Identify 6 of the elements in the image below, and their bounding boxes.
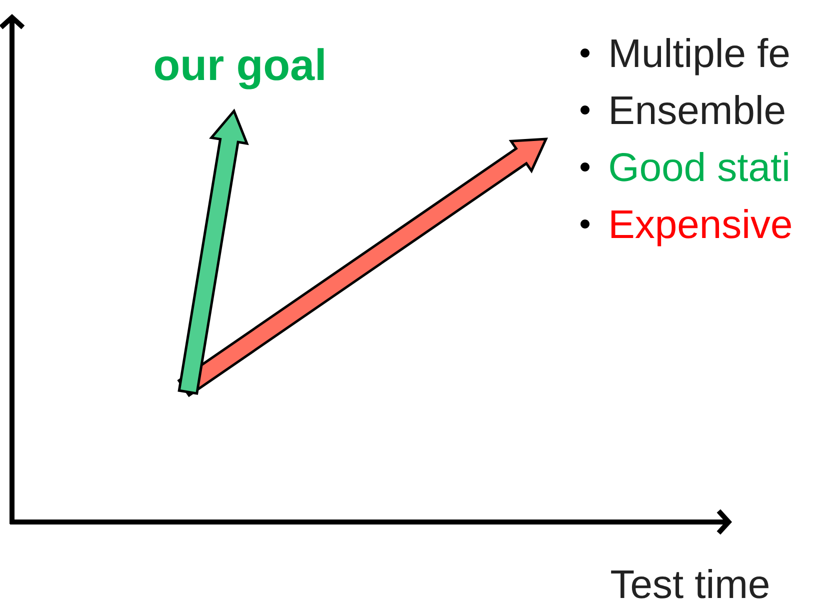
bullet-item: Expensive — [611, 209, 791, 246]
bullet-item: Ensemble — [611, 95, 784, 124]
bullet-item: Multiple fe — [611, 38, 789, 76]
axis-label: Test time — [611, 569, 768, 598]
heading: our goal — [154, 48, 324, 90]
bullet-item: Good stati — [610, 152, 788, 182]
